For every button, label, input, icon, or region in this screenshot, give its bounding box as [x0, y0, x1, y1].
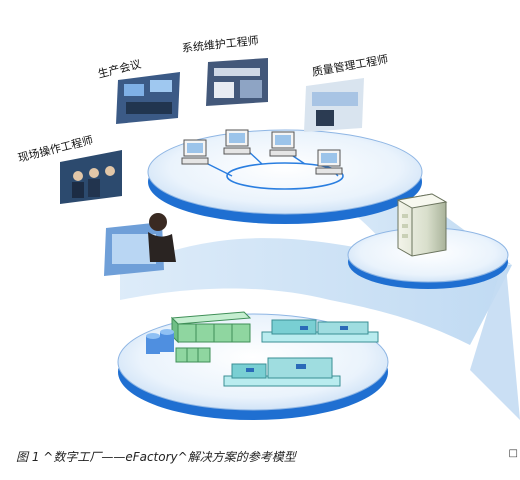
figure-caption: 图 1 ^数字工厂——eFactory^解决方案的参考模型	[16, 450, 296, 464]
control-cabinet-icon	[170, 311, 252, 344]
photo-quality-management	[304, 78, 364, 132]
storage-tank-icon	[146, 329, 174, 354]
computer-icon	[223, 129, 251, 155]
computer-icon	[315, 149, 343, 175]
computer-icon	[269, 131, 297, 157]
beam-right	[470, 255, 520, 420]
factory-platform	[117, 311, 389, 420]
pump-unit-icon	[175, 347, 211, 363]
photo-operator-console	[104, 213, 176, 276]
server-platform	[347, 193, 509, 289]
network-platform	[147, 129, 423, 224]
photo-field-operator	[60, 150, 122, 204]
production-line-upper-icon	[261, 319, 379, 343]
photo-production-meeting	[116, 72, 180, 124]
photo-system-maintenance	[206, 58, 268, 106]
computer-icon	[181, 139, 209, 165]
production-line-lower-icon	[223, 357, 341, 387]
corner-mark: □	[508, 448, 518, 459]
network-ring	[226, 162, 344, 190]
server-tower-icon	[396, 193, 448, 257]
